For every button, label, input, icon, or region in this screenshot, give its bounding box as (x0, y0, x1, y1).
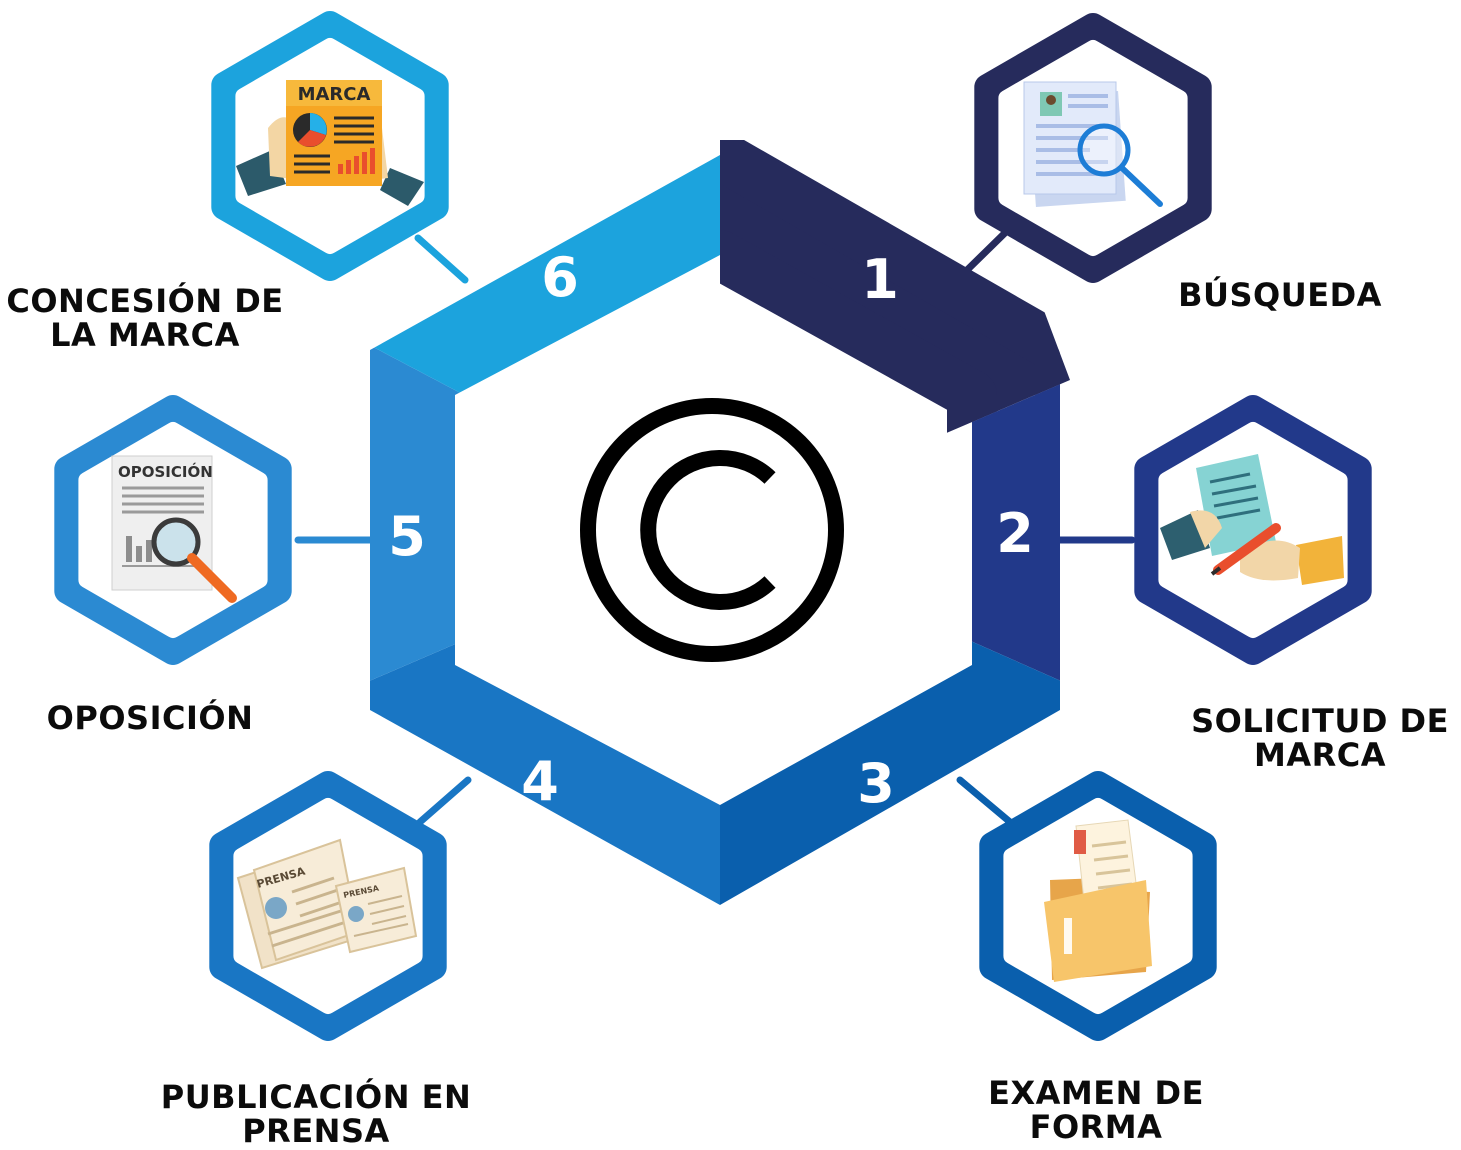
step-label-5-line-1: OPOSICIÓN (46, 699, 254, 737)
step-label-1: BÚSQUEDA (1160, 278, 1400, 312)
step-label-4-line-1: PUBLICACIÓN EN (160, 1078, 472, 1116)
step-number-5: 5 (388, 505, 426, 568)
step-label-6-line-2: LA MARCA (50, 316, 240, 354)
step-label-2-line-2: MARCA (1254, 736, 1386, 774)
connector-6 (414, 234, 469, 284)
step-label-3: EXAMEN DE FORMA (976, 1076, 1216, 1144)
step-number-4: 4 (521, 750, 559, 813)
folder-document-icon (1044, 819, 1152, 982)
step-label-1-line-1: BÚSQUEDA (1178, 276, 1382, 314)
step-label-2: SOLICITUD DE MARCA (1180, 704, 1460, 772)
step-label-6: CONCESIÓN DE LA MARCA (0, 284, 290, 352)
step-number-6: 6 (541, 246, 579, 309)
certificate-title: MARCA (298, 84, 371, 105)
connector-3 (956, 776, 1014, 826)
opposition-doc-title: OPOSICIÓN (118, 462, 213, 481)
opposition-document-icon: OPOSICIÓN (111, 455, 237, 603)
ring-segment-6 (370, 155, 720, 530)
step-label-6-line-1: CONCESIÓN DE (6, 282, 284, 320)
step-number-2: 2 (996, 502, 1034, 565)
ring-segment-4 (370, 530, 720, 905)
step-label-2-line-1: SOLICITUD DE (1191, 702, 1449, 740)
central-ring (370, 140, 1070, 905)
step-label-5: OPOSICIÓN (20, 701, 280, 735)
step-label-4-line-2: PRENSA (242, 1112, 390, 1150)
step-number-3: 3 (857, 752, 895, 815)
trademark-certificate-icon: MARCA (236, 80, 424, 206)
connectors (294, 224, 1136, 826)
step-label-3-line-2: FORMA (1029, 1108, 1163, 1146)
step-label-3-line-1: EXAMEN DE (988, 1074, 1204, 1112)
step-label-4: PUBLICACIÓN EN PRENSA (146, 1080, 486, 1148)
connector-4 (416, 776, 472, 826)
step-number-1: 1 (861, 248, 899, 311)
ring-segment-3 (720, 530, 1060, 905)
document-search-icon (1023, 81, 1163, 208)
newspaper-icon: PRENSA PRENSA (236, 838, 418, 970)
step-numbers: 1 2 3 4 5 6 (388, 246, 1034, 815)
copyright-icon (580, 398, 844, 662)
signing-application-icon (1160, 454, 1344, 585)
ring-segment-1 (720, 140, 1070, 530)
connector-1 (958, 224, 1014, 279)
